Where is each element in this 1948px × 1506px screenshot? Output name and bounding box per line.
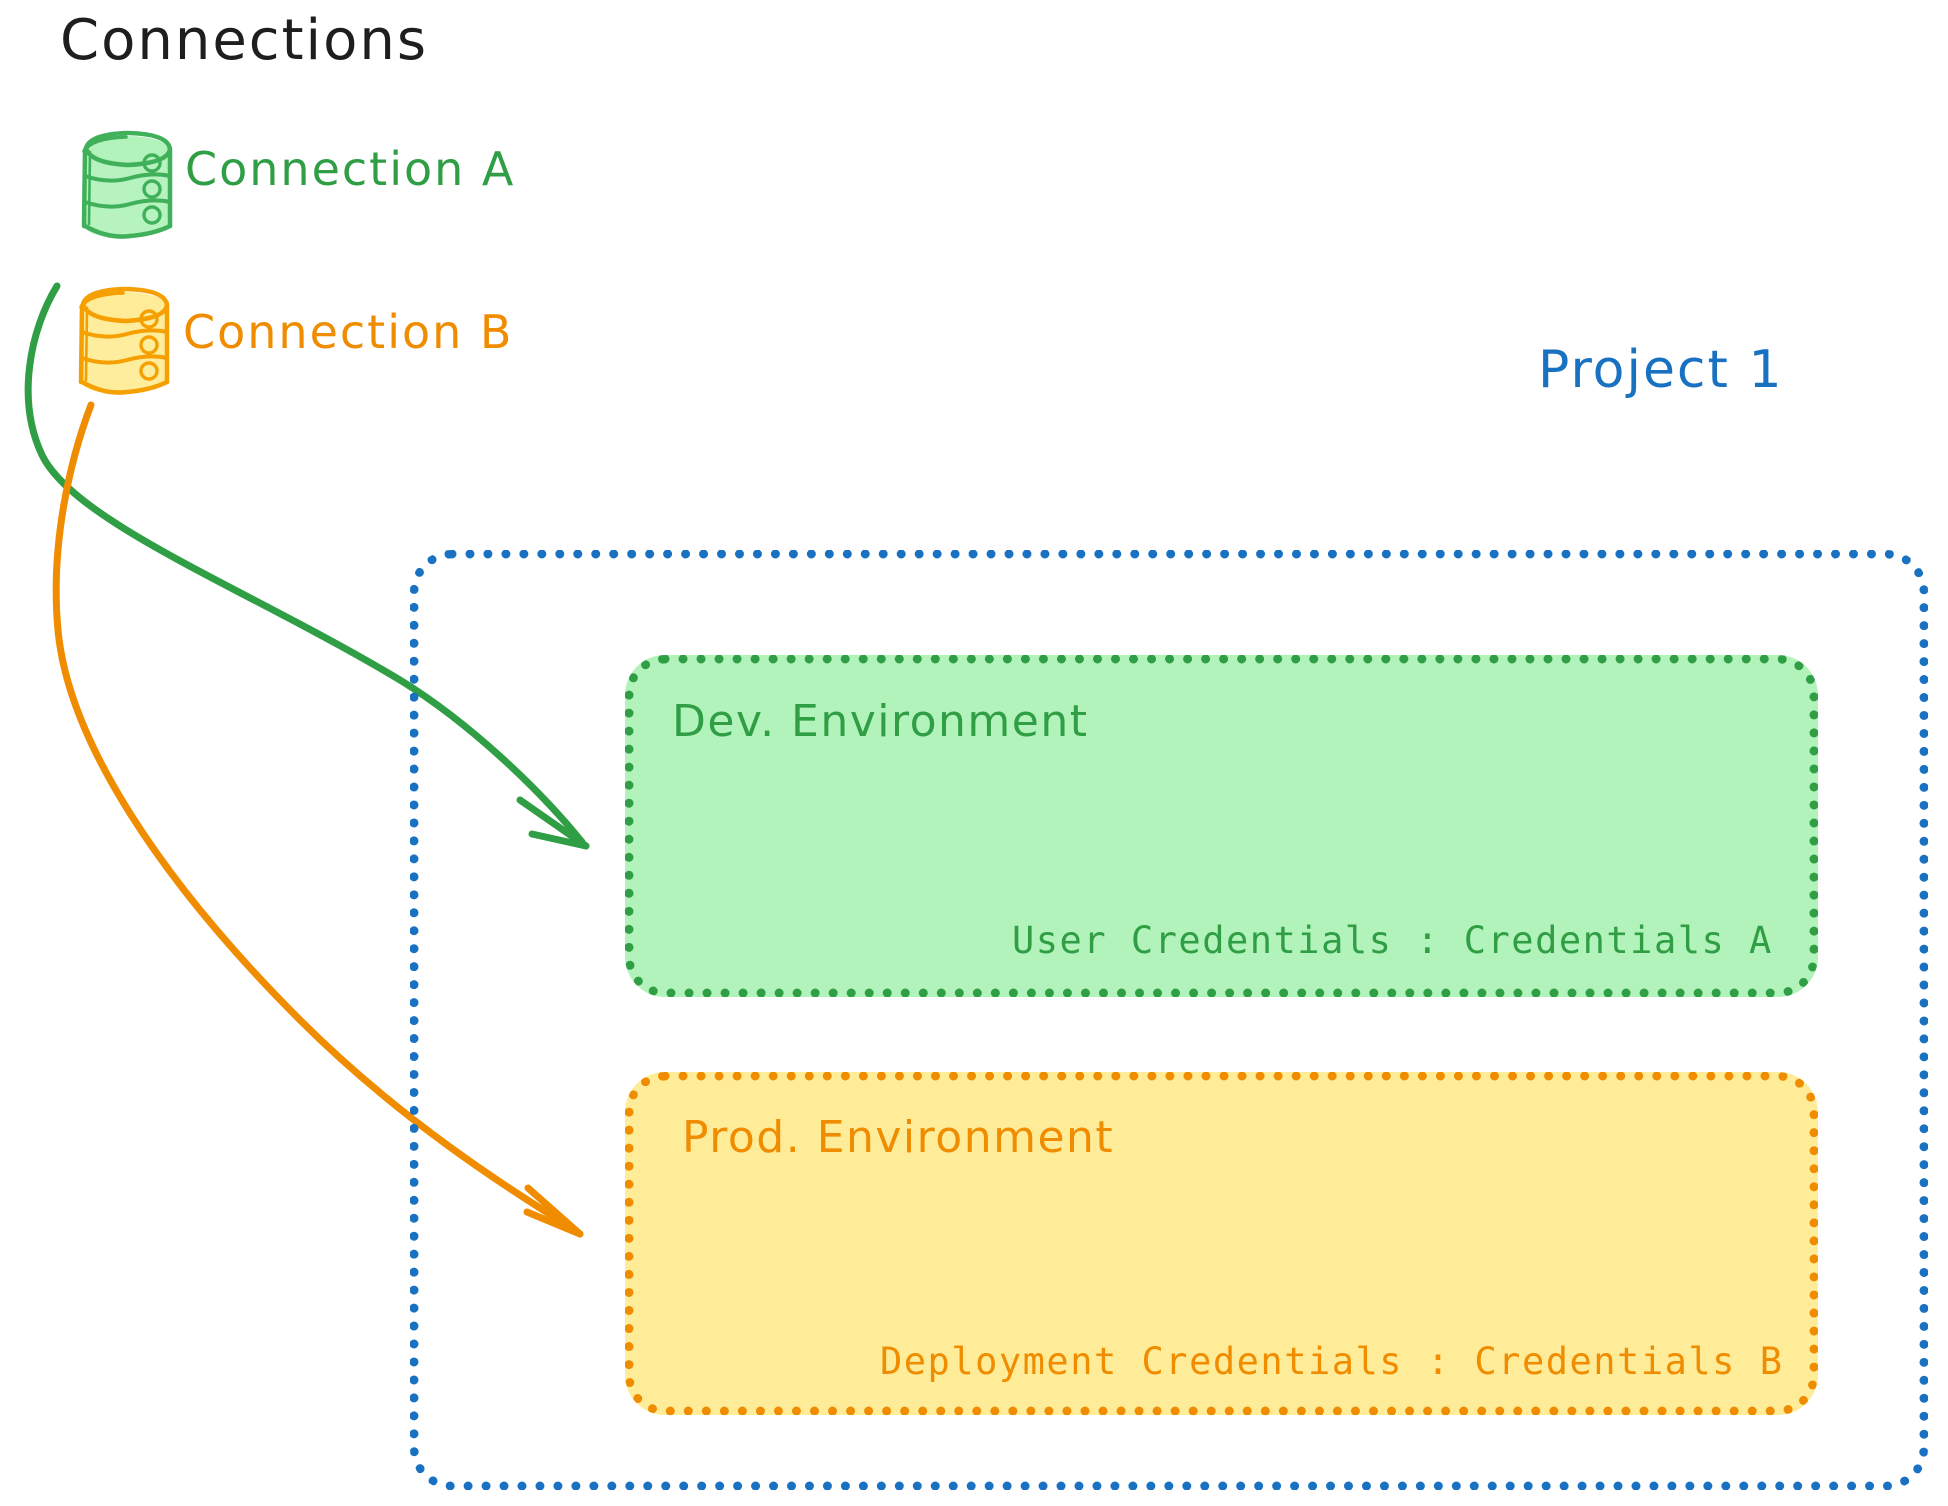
arrow-connection-b-to-prod-environment [52, 401, 584, 1238]
arrow-connection-a-to-dev-environment [24, 282, 590, 850]
project-label: Project 1 [1538, 340, 1784, 400]
database-icon-connection-a[interactable] [81, 130, 173, 239]
prod-environment-title: Prod. Environment [682, 1112, 1115, 1163]
project-container[interactable] [410, 550, 1928, 1490]
connection-a-label: Connection A [185, 142, 516, 196]
dev-environment-credentials: User Credentials : Credentials A [1012, 919, 1773, 962]
connection-b-label: Connection B [183, 305, 514, 359]
connections-heading: Connections [60, 8, 429, 73]
database-icon-connection-b[interactable] [78, 286, 170, 395]
dev-environment-box[interactable] [625, 655, 1818, 997]
prod-environment-box[interactable] [625, 1072, 1818, 1415]
dev-environment-title: Dev. Environment [672, 696, 1089, 747]
prod-environment-credentials: Deployment Credentials : Credentials B [880, 1340, 1784, 1383]
